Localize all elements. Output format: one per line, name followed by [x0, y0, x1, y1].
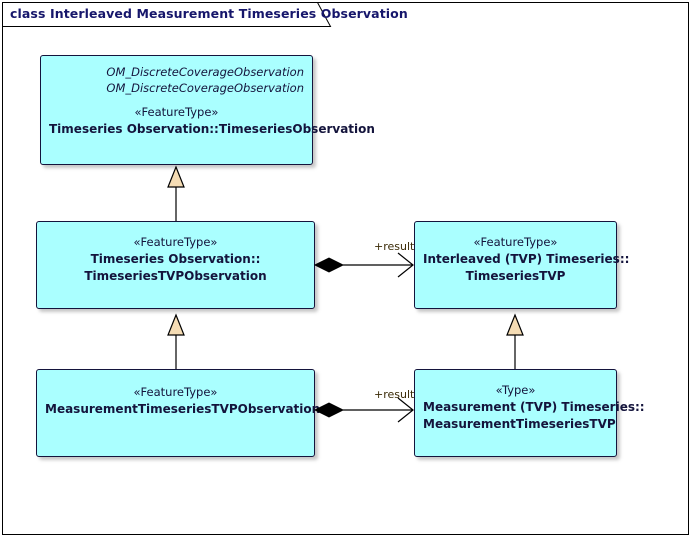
association-role-label-result-top: +result	[374, 240, 415, 253]
title-tab-shape	[2, 2, 332, 27]
class-stereotype: «FeatureType»	[133, 385, 218, 399]
class-box-timeseries-tvp[interactable]: «FeatureType» Interleaved (TVP) Timeseri…	[414, 221, 630, 309]
class-name: Timeseries Observation::TimeseriesObserv…	[49, 122, 375, 136]
diagram-title-tab: class Interleaved Measurement Timeseries…	[2, 2, 408, 27]
class-stereotype: «FeatureType»	[473, 235, 558, 249]
class-name: Measurement (TVP) Timeseries::	[423, 400, 645, 414]
class-box-timeseries-tvp-observation[interactable]: «FeatureType» Timeseries Observation:: T…	[36, 221, 315, 309]
class-stereotype: «FeatureType»	[133, 235, 218, 249]
class-stereotype: «FeatureType»	[134, 105, 219, 119]
class-name: Timeseries Observation::	[90, 252, 261, 266]
class-box-measurement-timeseries-tvp[interactable]: «Type» Measurement (TVP) Timeseries:: Me…	[414, 369, 645, 457]
class-attribute: OM_DiscreteCoverageObservation	[106, 65, 304, 79]
class-name: MeasurementTimeseriesTVP	[423, 417, 616, 431]
class-box-measurement-timeseries-tvp-observation[interactable]: «FeatureType» MeasurementTimeseriesTVPOb…	[36, 369, 321, 457]
class-attribute: OM_DiscreteCoverageObservation	[106, 81, 304, 95]
page-title: class Interleaved Measurement Timeseries…	[10, 6, 408, 21]
association-role-label-result-bottom: +result	[374, 388, 415, 401]
class-name: TimeseriesTVPObservation	[84, 269, 267, 283]
class-stereotype: «Type»	[495, 383, 536, 397]
class-box-timeseries-observation[interactable]: OM_DiscreteCoverageObservation OM_Discre…	[40, 55, 375, 165]
class-name: Interleaved (TVP) Timeseries::	[423, 252, 630, 266]
class-name: TimeseriesTVP	[465, 269, 566, 283]
class-name: MeasurementTimeseriesTVPObservation	[45, 402, 321, 416]
